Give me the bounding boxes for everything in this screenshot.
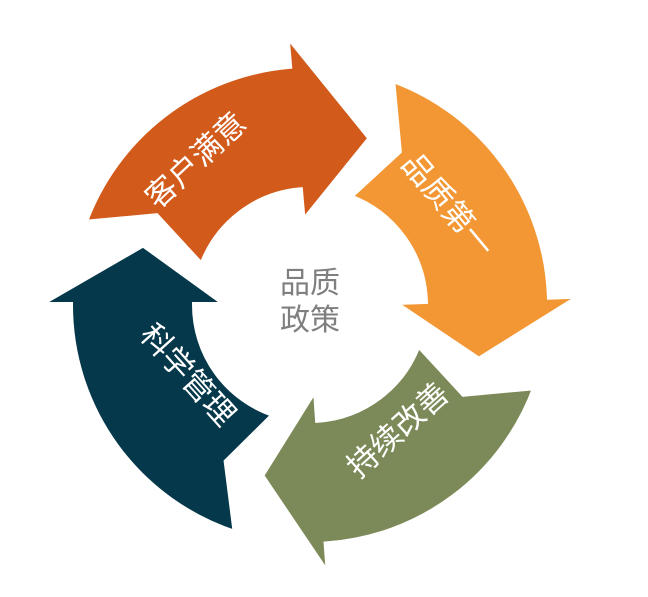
arrow-scientific-management — [26, 240, 281, 538]
arrow-continuous-improvement — [257, 338, 540, 588]
arrow-customer-satisfaction — [80, 24, 375, 272]
arrow-quality-first — [343, 75, 593, 364]
center-title-line2: 政策 — [280, 303, 340, 338]
center-title-line1: 品质 — [280, 266, 340, 301]
